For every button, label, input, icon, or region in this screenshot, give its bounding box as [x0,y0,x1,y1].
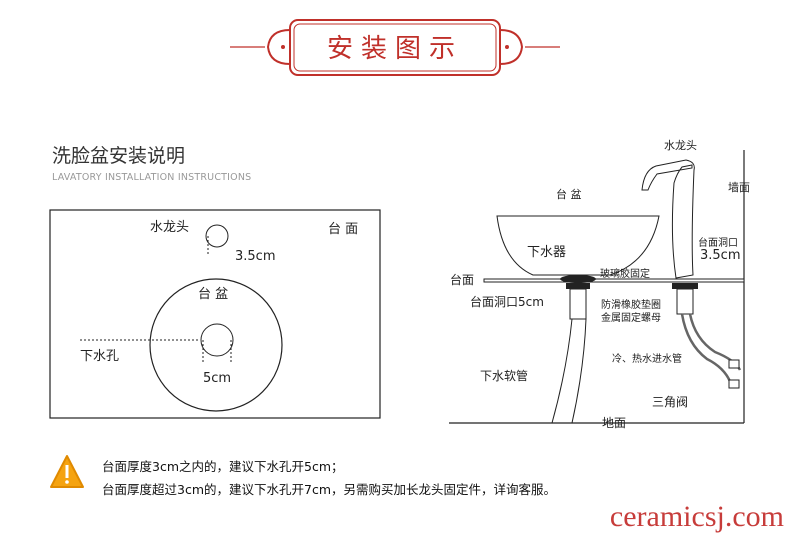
side-glue-label: 玻璃胶固定 [600,267,650,280]
side-pipes-label: 冷、热水进水管 [612,352,682,365]
side-gasket-label: 防滑橡胶垫圈 [601,298,661,311]
side-drain-hole-label: 台面洞口5cm [470,294,544,309]
side-valve-label: 三角阀 [652,395,688,409]
top-basin-label: 台 盆 [198,287,228,302]
top-faucet-hole-size: 3.5cm [235,249,276,264]
top-drain-label: 下水孔 [80,349,119,364]
side-counter-label: 台面 [450,272,474,287]
side-hose-label: 下水软管 [480,368,528,383]
section-title: 洗脸盆安装说明 [52,145,186,167]
side-basin-label: 台 盆 [556,187,582,201]
warning-icon [50,455,84,488]
banner-title: 安装图示 [327,34,463,64]
side-wall-label: 墙面 [728,180,750,194]
side-faucet-label: 水龙头 [664,139,697,152]
side-nut-label: 金属固定螺母 [601,311,661,324]
side-faucet-hole-size: 3.5cm [700,248,741,263]
note-1: 台面厚度3cm之内的，建议下水孔开5cm； [102,459,344,474]
top-counter-label: 台 面 [328,222,358,237]
top-drain-size: 5cm [203,371,231,386]
side-view: 水龙头 墙面 台 盆 下水器 台面 台面洞口 3.5cm 玻璃胶固定 台面洞口5… [449,139,750,430]
watermark: ceramicsj.com [609,500,784,533]
section-subtitle: LAVATORY INSTALLATION INSTRUCTIONS [52,172,252,183]
top-view: 水龙头 台 面 3.5cm 台 盆 下水孔 5cm [49,209,381,419]
note-2: 台面厚度超过3cm的，建议下水孔开7cm，另需购买加长龙头固定件，详询客服。 [102,482,557,497]
top-faucet-label: 水龙头 [150,220,189,235]
side-drain-label: 下水器 [527,245,566,260]
side-floor-label: 地面 [602,416,626,430]
banner: 安装图示 [230,19,560,76]
side-faucet-hole-label: 台面洞口 [698,236,738,249]
